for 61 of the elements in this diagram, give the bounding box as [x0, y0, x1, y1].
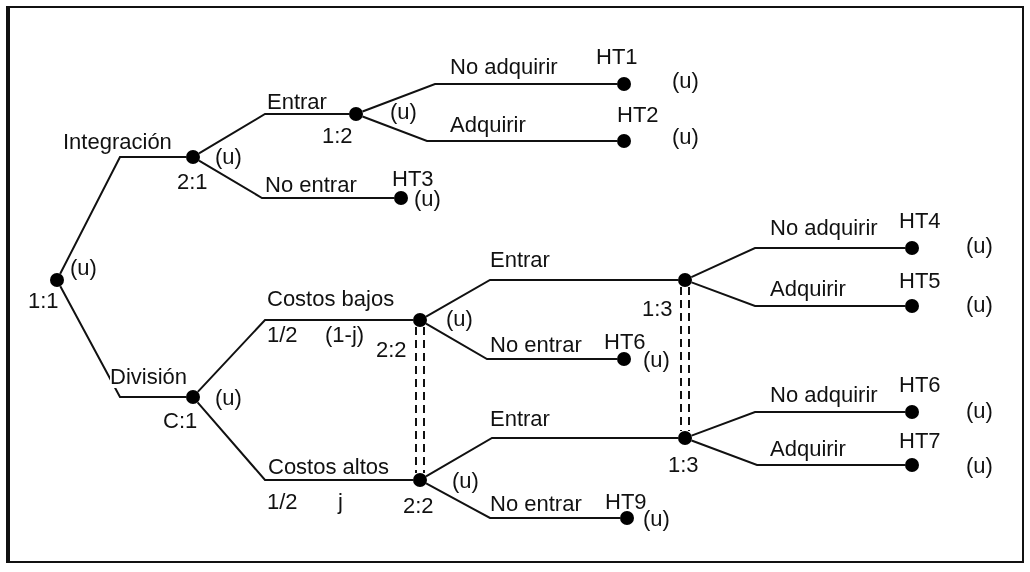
probability-label: 1/2: [267, 491, 298, 513]
node-label: HT4: [899, 210, 941, 232]
payoff-label: (u): [966, 235, 993, 257]
information-set-line: [680, 286, 690, 432]
branch-line: [59, 285, 187, 398]
payoff-label: (u): [672, 126, 699, 148]
branch-line: [690, 281, 906, 307]
branch-line: [59, 156, 187, 275]
information-set-line: [415, 326, 425, 474]
branch-line: [690, 247, 906, 279]
probability-label: 1/2: [267, 324, 298, 346]
payoff-label: (u): [215, 387, 242, 409]
edge-label: Adquirir: [770, 438, 846, 460]
probability-label: j: [338, 491, 343, 513]
node-label: 1:2: [322, 125, 353, 147]
edge-label: Costos bajos: [267, 288, 395, 310]
node-label: 2:1: [177, 171, 208, 193]
branch-line: [361, 115, 618, 142]
payoff-label: (u): [966, 455, 993, 477]
payoff-label: (u): [452, 470, 479, 492]
node-label: HT5: [899, 270, 941, 292]
payoff-label: (u): [966, 294, 993, 316]
payoff-label: (u): [414, 188, 441, 210]
branch-line: [361, 83, 618, 113]
edge-label: Adquirir: [450, 114, 526, 136]
payoff-label: (u): [446, 308, 473, 330]
node-label: HT6: [899, 374, 941, 396]
branch-line: [425, 437, 679, 478]
probability-label: (1-j): [325, 324, 365, 346]
node-label: 2:2: [403, 495, 434, 517]
edge-label: No adquirir: [770, 217, 878, 239]
branch-line: [198, 113, 350, 155]
node-label: C:1: [163, 410, 198, 432]
edge-label: División: [110, 366, 188, 388]
node-label: 1:1: [28, 290, 59, 312]
node-label: 1:3: [642, 298, 673, 320]
node-label: HT6: [604, 331, 646, 353]
node-label: HT3: [392, 168, 434, 190]
branch-line: [425, 322, 618, 360]
edge-label: No adquirir: [450, 56, 558, 78]
branch-line: [690, 411, 906, 437]
payoff-label: (u): [672, 70, 699, 92]
edge-label: Adquirir: [770, 278, 846, 300]
node-label: HT1: [596, 46, 638, 68]
branch-line: [198, 159, 395, 199]
branch-line: [196, 319, 414, 393]
branch-line: [196, 401, 414, 481]
node-label: HT2: [617, 104, 659, 126]
node-label: 2:2: [376, 339, 407, 361]
payoff-label: (u): [643, 349, 670, 371]
payoff-label: (u): [70, 257, 97, 279]
branch-line: [425, 279, 679, 318]
payoff-label: (u): [966, 400, 993, 422]
node-label: 1:3: [668, 454, 699, 476]
node-label: HT7: [899, 430, 941, 452]
edge-label: No adquirir: [770, 384, 878, 406]
branch-line: [425, 482, 621, 519]
payoff-label: (u): [390, 101, 417, 123]
edge-label: Integración: [63, 131, 172, 153]
branch-line: [690, 439, 906, 466]
payoff-label: (u): [215, 146, 242, 168]
